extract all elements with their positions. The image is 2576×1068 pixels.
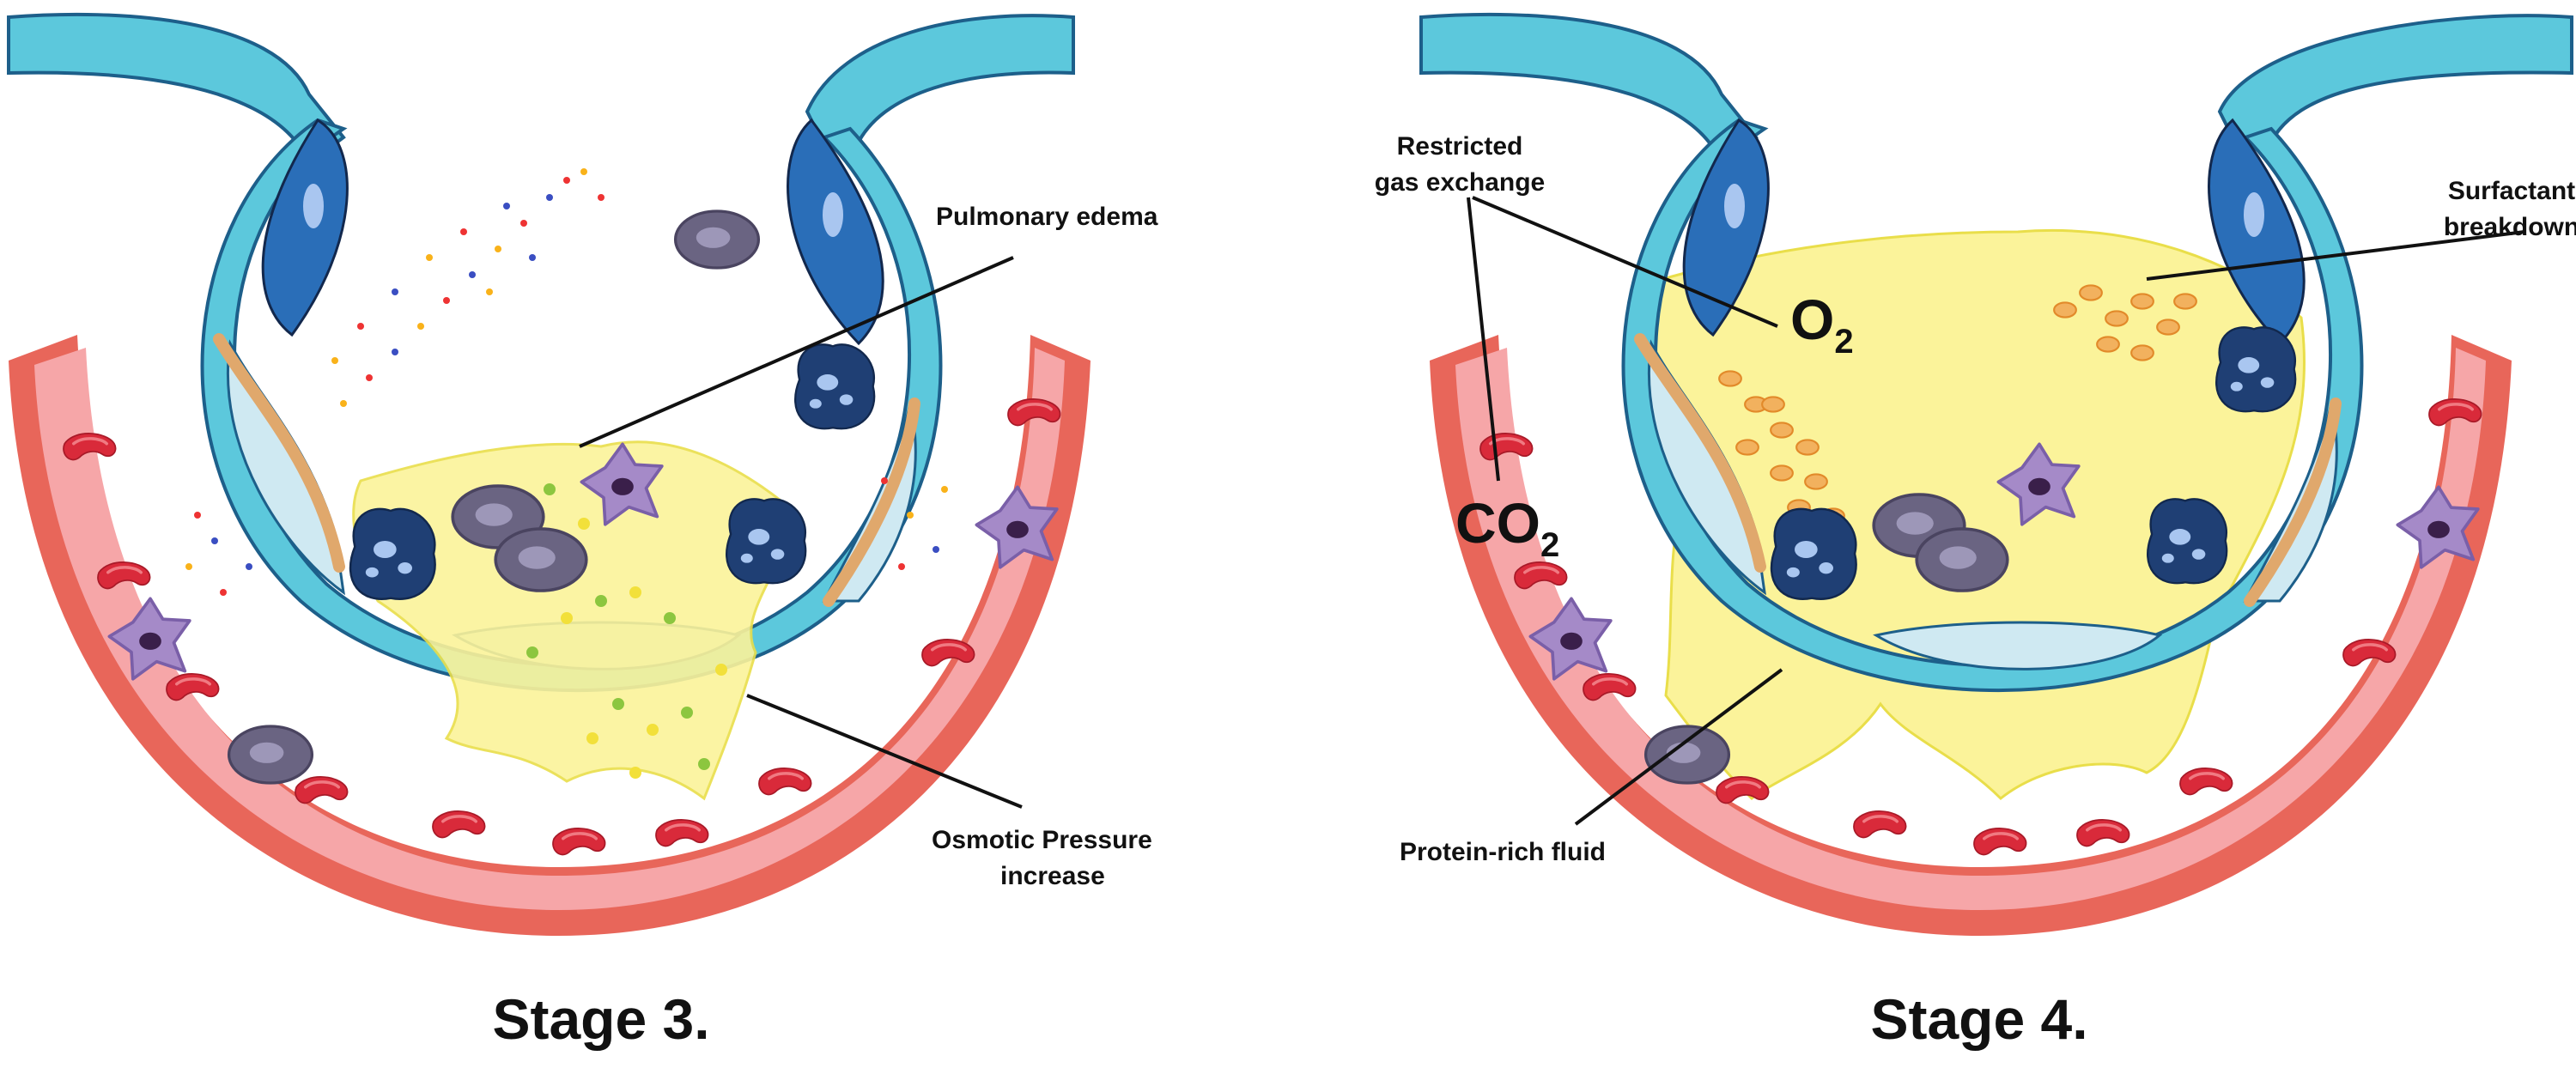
stage-4-title: Stage 4. [1870,987,2087,1051]
protein-particles [526,483,727,779]
epithelial-cell-left [1682,118,1770,337]
monocyte-vessel [1643,725,1731,785]
type1-cell-bottom [1873,621,2163,671]
stage-4-panel: Restricted gas exchange Surfactant break… [1375,12,2576,1051]
stage-3-panel: Pulmonary edema Osmotic Pressure increas… [7,12,1158,1051]
leader-restricted-co2 [1467,197,1500,482]
cytokine-spray [185,168,948,596]
label-protein-rich-fluid: Protein-rich fluid [1400,838,1606,866]
o2-symbol: O [1790,288,1834,351]
alveolus-wall [200,118,943,693]
airway-right [2217,14,2573,149]
monocyte-3 [673,209,761,270]
label-osmotic-pressure-line1: Osmotic Pressure [932,826,1152,854]
type2-cell-right [725,498,807,585]
leader-protein-rich-fluid [1574,668,1783,826]
label-o2: O2 [1790,288,1854,361]
epithelial-cell-left [261,118,349,337]
label-surfactant-line1: Surfactant [2448,177,2575,205]
leader-pulmonary-edema [579,256,1014,448]
label-restricted-line2: gas exchange [1375,168,1545,197]
monocyte-vessel [227,725,314,785]
co2-subscript: 2 [1540,526,1559,564]
type2-cell-right [2146,498,2228,585]
co2-symbol: CO [1455,491,1540,555]
edema-fluid [352,440,800,801]
type2-cell-left [1770,507,1857,600]
type2-cell-left [349,507,436,600]
alveolus-wall [1621,118,2364,693]
stage-3-title: Stage 3. [492,987,709,1051]
monocyte-2 [494,527,588,592]
type2-cell-upper-right [2215,326,2297,413]
basement-membrane-right [2244,397,2342,607]
label-surfactant-line2: breakdown [2444,213,2576,241]
type2-cell-upper-right [793,343,876,430]
o2-subscript: 2 [1834,323,1853,361]
leader-surfactant-breakdown [2146,230,2525,281]
leader-restricted-o2 [1472,196,1778,328]
label-osmotic-pressure-line2: increase [1000,862,1105,890]
monocyte-2 [1915,527,2009,592]
label-restricted-line1: Restricted [1397,132,1523,161]
label-pulmonary-edema: Pulmonary edema [936,203,1158,231]
leader-osmotic-pressure [746,694,1023,809]
basement-membrane-left [1634,333,1766,573]
basement-membrane-left [213,333,345,573]
airway-right [805,14,1075,149]
basement-membrane-right [823,397,920,607]
label-co2: CO2 [1455,491,1559,564]
